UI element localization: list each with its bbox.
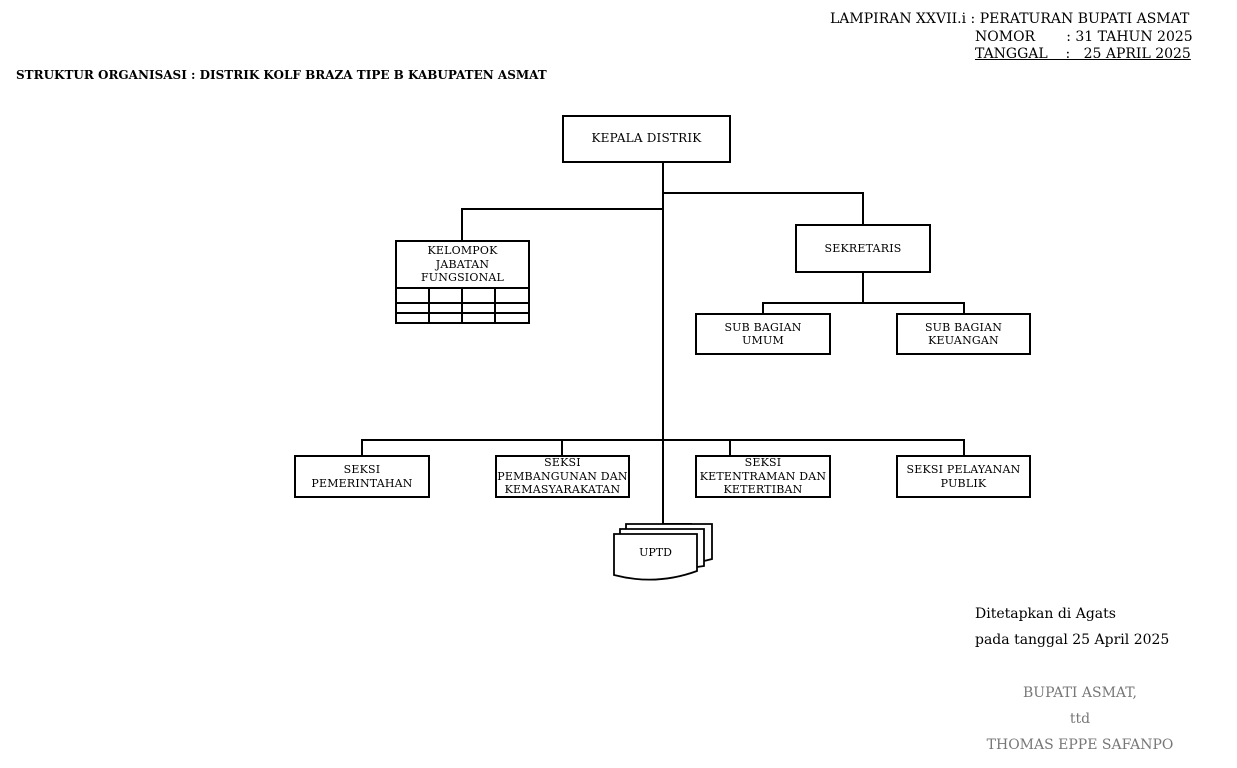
box-sekretaris: SEKRETARIS [795,224,931,273]
box-label-line: KETENTRAMAN DAN [699,469,827,483]
box-label-line: SEKSI PELAYANAN [906,463,1021,476]
box-sub-bagian-umum: SUB BAGIAN UMUM [695,313,831,355]
signature-place: Ditetapkan di Agats [975,606,1116,622]
box-seksi-pelayanan-publik: SEKSI PELAYANAN PUBLIK [896,455,1031,498]
box-label-line: SEKSI [544,456,581,470]
box-label-line: SEKSI [744,456,782,470]
signature-ttd: ttd [1069,711,1091,727]
box-label-line: UMUM [742,334,784,347]
box-label-line: KELOMPOK [427,244,498,258]
tanggal-line: TANGGAL : 25 APRIL 2025 [975,46,1191,62]
box-label-line: FUNGSIONAL [420,271,505,285]
signature-role: BUPATI ASMAT, [1023,685,1137,701]
box-seksi-pemerintahan: SEKSI PEMERINTAHAN [294,455,430,498]
box-label: SEKRETARIS [824,241,902,255]
box-seksi-pembangunan: SEKSI PEMBANGUNAN DAN KEMASYARAKATAN [495,455,630,498]
box-label-line: PEMBANGUNAN DAN [497,469,628,483]
box-label-line: SUB BAGIAN [924,320,1003,334]
box-label-line: SUB BAGIAN [724,320,802,334]
box-kelompok-jabatan-fungsional: KELOMPOK JABATAN FUNGSIONAL [395,240,530,289]
lampiran-line: LAMPIRAN XXVII.i : PERATURAN BUPATI ASMA… [830,11,1190,27]
box-label-line: KETERTIBAN [723,483,803,497]
nomor-line: NOMOR : 31 TAHUN 2025 [975,29,1193,45]
box-label-line: KEUANGAN [928,334,999,347]
box-kepala-distrik: KEPALA DISTRIK [562,115,731,163]
signature-name: THOMAS EPPE SAFANPO [986,737,1174,753]
signature-date: pada tanggal 25 April 2025 [975,632,1170,648]
box-label-line: SEKSI [343,463,381,476]
box-label: KEPALA DISTRIK [591,131,702,146]
box-label-line: KEMASYARAKATAN [504,483,621,497]
box-label-line: PUBLIK [940,476,987,490]
uptd-label: UPTD [639,546,672,559]
box-label-line: PEMERINTAHAN [311,476,413,490]
box-sub-bagian-keuangan: SUB BAGIAN KEUANGAN [896,313,1031,355]
page-title: STRUKTUR ORGANISASI : DISTRIK KOLF BRAZA… [16,68,547,82]
box-label-line: JABATAN [435,257,490,271]
box-seksi-ketentraman: SEKSI KETENTRAMAN DAN KETERTIBAN [695,455,831,498]
